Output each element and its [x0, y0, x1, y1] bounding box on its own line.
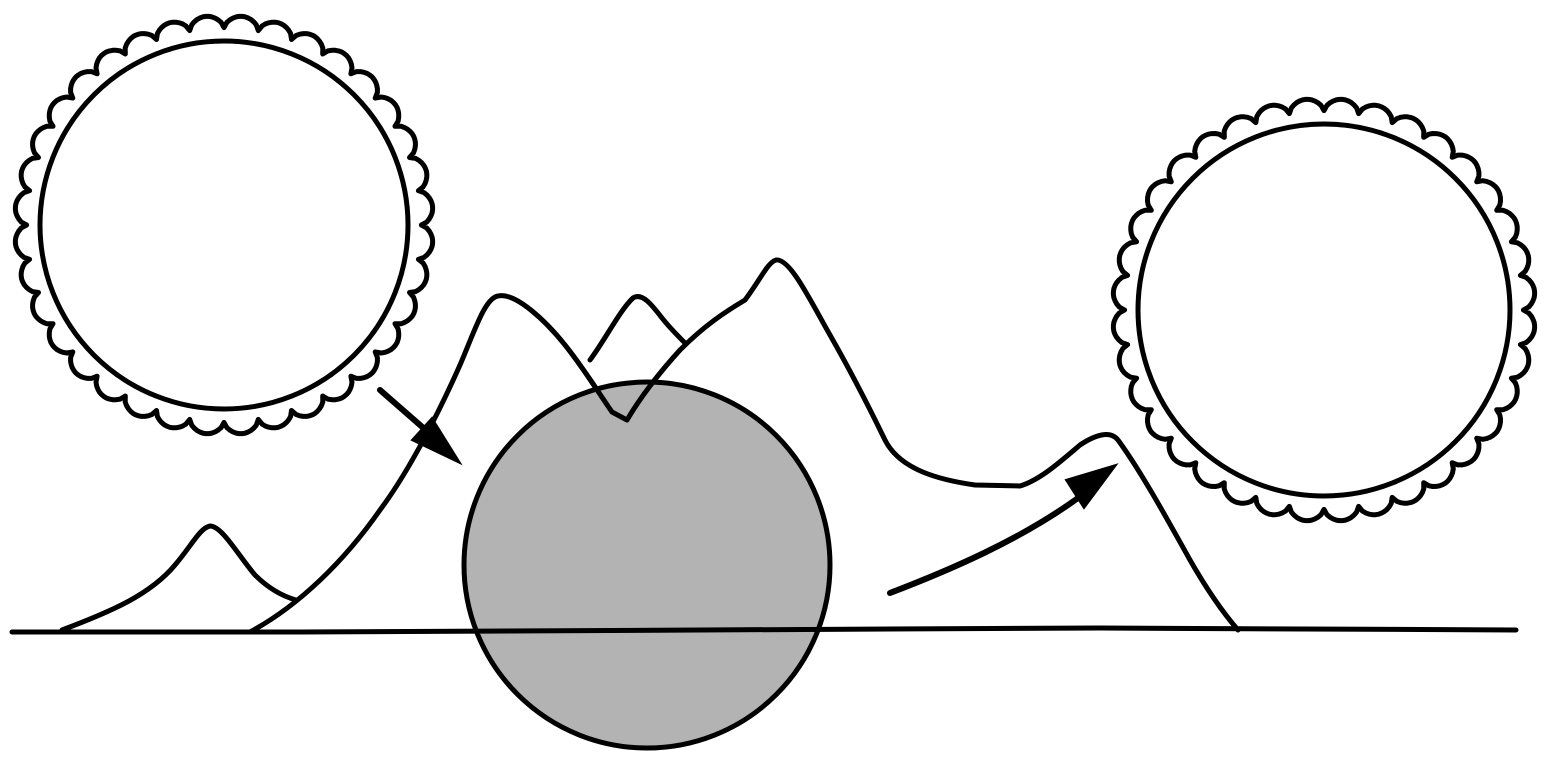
right-sun-disc	[1138, 124, 1510, 496]
left-sun-disc	[40, 41, 408, 409]
planet-disc-icon	[464, 382, 830, 748]
